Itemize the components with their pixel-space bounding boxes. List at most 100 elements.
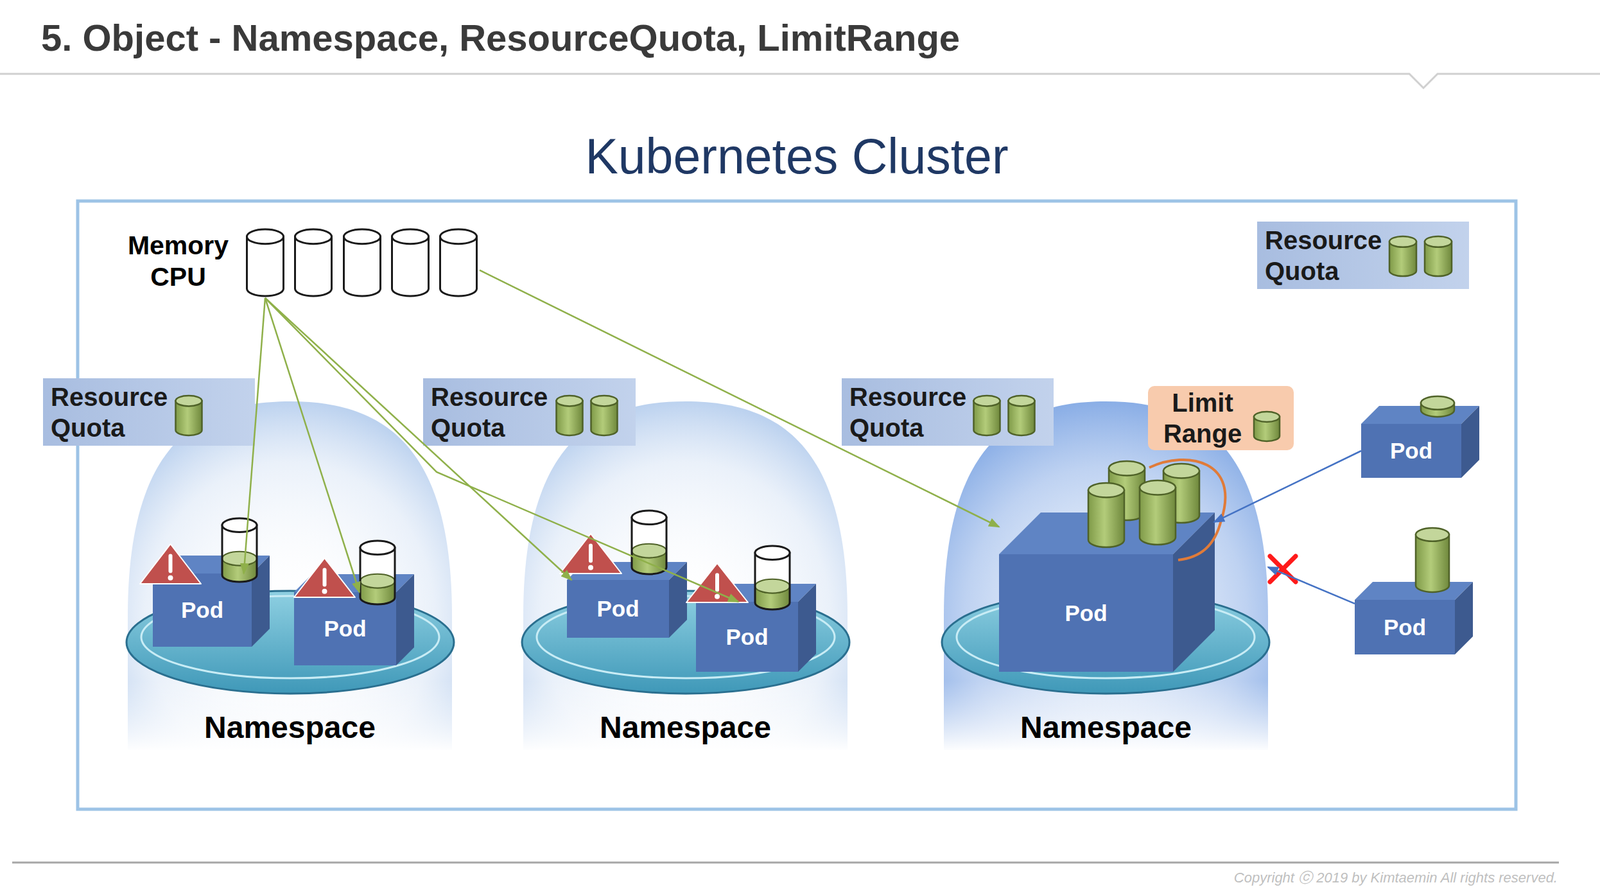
cylinder-top bbox=[392, 229, 429, 244]
pod-cube bbox=[1354, 581, 1473, 655]
resource-cylinder bbox=[222, 518, 257, 582]
resource-cylinder bbox=[392, 229, 429, 296]
pod-side bbox=[396, 573, 415, 666]
connector-arrow bbox=[265, 297, 572, 580]
cylinder-top bbox=[1389, 236, 1417, 248]
resource-cylinder bbox=[360, 540, 395, 605]
cylinder-top bbox=[1108, 460, 1145, 476]
namespace-box: NamespaceResource QuotaPodPod bbox=[127, 398, 453, 750]
cylinder-outline bbox=[344, 236, 381, 296]
pod-top bbox=[1354, 581, 1473, 600]
pod-label: Pod bbox=[1354, 613, 1455, 641]
connector-arrow bbox=[265, 297, 739, 602]
namespace-label: Namespace bbox=[127, 708, 453, 747]
pod-front bbox=[1361, 423, 1462, 478]
text-area: Resource Quota bbox=[430, 378, 556, 446]
cluster-box: Kubernetes ClusterMemory CPUResource Quo… bbox=[77, 200, 1516, 809]
cylinder-top bbox=[556, 395, 583, 406]
cylinder-top bbox=[1088, 482, 1125, 497]
pod-front bbox=[566, 579, 670, 638]
quota-panel bbox=[1257, 221, 1470, 289]
cylinder-outline bbox=[295, 236, 332, 296]
resource-quota-label: Resource Quota bbox=[50, 381, 176, 444]
pod-figures bbox=[139, 229, 1480, 672]
cylinder-body bbox=[1415, 534, 1450, 592]
text-area: Pod bbox=[294, 591, 397, 666]
resource-quota-label: Resource Quota bbox=[430, 381, 556, 444]
warning-bar bbox=[588, 545, 593, 562]
cylinder-top bbox=[631, 510, 667, 525]
warning-icon bbox=[139, 543, 201, 584]
connector-arrow bbox=[479, 270, 1000, 528]
label-box: Copyright ⓒ 2019 by Kimtaemin All rights… bbox=[963, 866, 1558, 889]
namespace-box: NamespaceResource QuotaPodPod bbox=[523, 398, 848, 750]
cylinder-body bbox=[360, 547, 395, 605]
cylinder-top bbox=[755, 545, 790, 560]
cylinder-top bbox=[1253, 411, 1280, 422]
warning-triangle bbox=[294, 557, 356, 598]
resource-cylinder bbox=[1253, 411, 1280, 442]
fill-surface bbox=[222, 551, 257, 566]
text-area: Resource Quota bbox=[849, 378, 974, 446]
resource-cylinder bbox=[344, 229, 381, 296]
resource-cylinder bbox=[755, 545, 790, 610]
pod-side bbox=[1454, 581, 1473, 655]
cylinder-top bbox=[1415, 527, 1450, 542]
warning-dot bbox=[588, 565, 594, 571]
warning-bar bbox=[322, 569, 327, 585]
resource-quota-label: Resource Quota bbox=[849, 381, 974, 444]
pod-side bbox=[1173, 512, 1215, 672]
cylinder-outline bbox=[360, 547, 395, 605]
warning-bar bbox=[168, 556, 173, 572]
warning-triangle bbox=[559, 533, 622, 574]
header-rule bbox=[0, 73, 1600, 88]
cluster-border bbox=[77, 200, 1516, 809]
cylinder-body bbox=[440, 236, 478, 296]
resource-cylinder bbox=[1420, 396, 1455, 417]
resource-cylinder bbox=[556, 395, 583, 436]
pod-cube bbox=[1361, 405, 1480, 478]
warning-dot bbox=[168, 575, 174, 581]
pod-box: Pod bbox=[152, 573, 252, 647]
resource-cylinder bbox=[1415, 527, 1450, 592]
cylinder-body bbox=[344, 236, 381, 296]
text-area: Resource Quota bbox=[50, 378, 176, 446]
resource-quota-box: Resource Quota bbox=[1257, 221, 1470, 289]
cylinder-top bbox=[222, 518, 257, 533]
cylinder-top bbox=[360, 540, 395, 555]
pod-label: Pod bbox=[152, 596, 252, 624]
resource-cylinder bbox=[440, 229, 478, 296]
cylinder-body bbox=[1088, 489, 1125, 548]
pod-label: Pod bbox=[294, 615, 397, 643]
pod-front bbox=[1354, 599, 1455, 655]
cluster-label: Kubernetes Cluster bbox=[77, 126, 1516, 186]
slide-title: 5. Object - Namespace, ResourceQuota, Li… bbox=[41, 15, 1390, 61]
copyright-note: Copyright ⓒ 2019 by Kimtaemin All rights… bbox=[963, 869, 1558, 887]
resource-cylinder bbox=[1139, 480, 1176, 545]
title-box: 5. Object - Namespace, ResourceQuota, Li… bbox=[41, 8, 1390, 67]
cylinder-outline bbox=[631, 517, 667, 574]
resource-quota-box: Resource Quota bbox=[841, 378, 1054, 446]
resource-quota-label: Resource Quota bbox=[1264, 224, 1390, 287]
pod-cube bbox=[152, 555, 270, 647]
resource-cylinder bbox=[591, 395, 618, 436]
pod-label: Pod bbox=[999, 599, 1174, 627]
fill-surface bbox=[631, 543, 667, 558]
cylinder-top bbox=[1163, 463, 1200, 478]
quota-panel bbox=[43, 378, 255, 446]
warning-icon bbox=[294, 557, 356, 598]
cylinder-outline bbox=[440, 236, 478, 296]
fill-surface bbox=[360, 573, 395, 589]
text-area: Memory CPU bbox=[112, 224, 244, 298]
cylinder-outline bbox=[392, 236, 429, 296]
resource-cylinder bbox=[1088, 482, 1125, 548]
resource-cylinder bbox=[247, 229, 284, 296]
limit-range-bracket bbox=[1149, 459, 1226, 560]
pod-front bbox=[152, 573, 252, 647]
resource-quota-box: Resource Quota bbox=[423, 378, 636, 446]
quota-panel bbox=[841, 378, 1054, 446]
cylinder-body bbox=[631, 517, 667, 574]
text-area: Pod bbox=[566, 579, 670, 638]
text-area: Pod bbox=[1354, 599, 1455, 655]
